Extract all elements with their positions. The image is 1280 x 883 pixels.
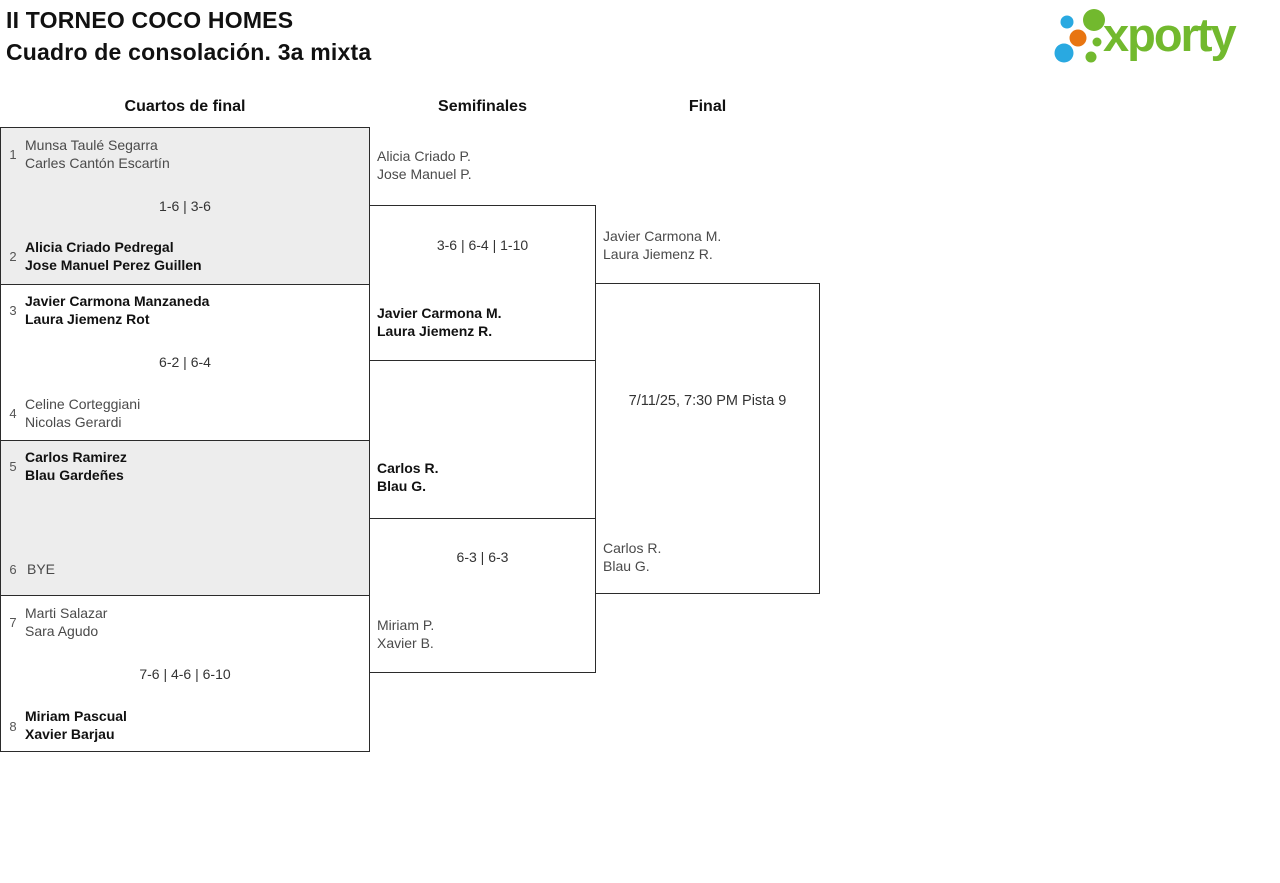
final-team-bottom: Carlos R. Blau G.: [603, 540, 662, 574]
logo-dots-icon: [1054, 9, 1105, 63]
column-header-final: Final: [688, 98, 727, 115]
sf-match-2-box: [369, 518, 596, 673]
tournament-title-block: II TORNEO COCO HOMES Cuadro de consolaci…: [6, 4, 371, 68]
qf4-seed-top: 7: [9, 615, 17, 630]
qf3-team-top: Carlos Ramirez Blau Gardeñes: [25, 449, 127, 483]
column-header-quarterfinals: Cuartos de final: [124, 98, 246, 115]
logo-wordmark: xporty: [1103, 8, 1237, 61]
sf1-score: 3-6 | 6-4 | 1-10: [436, 237, 529, 253]
final-match-box: [595, 283, 820, 594]
qf1-score: 1-6 | 3-6: [159, 198, 211, 214]
qf4-seed-bottom: 8: [9, 719, 17, 734]
qf1-seed-bottom: 2: [9, 249, 17, 264]
sf2-team-top: Carlos R. Blau G.: [377, 460, 439, 494]
qf3-seed-top: 5: [9, 459, 17, 474]
qf2-seed-top: 3: [9, 303, 17, 318]
qf1-seed-top: 1: [9, 147, 17, 162]
xporty-logo: xporty: [1045, 5, 1275, 80]
qf1-team-top: Munsa Taulé Segarra Carles Cantón Escart…: [25, 137, 170, 171]
qf4-score: 7-6 | 4-6 | 6-10: [139, 666, 231, 682]
qf4-team-top: Marti Salazar Sara Agudo: [25, 605, 108, 639]
sf2-team-bottom: Miriam P. Xavier B.: [377, 617, 435, 651]
qf2-seed-bottom: 4: [9, 406, 17, 421]
sf1-team-bottom: Javier Carmona M. Laura Jiemenz R.: [377, 305, 502, 339]
qf2-team-top: Javier Carmona Manzaneda Laura Jiemenz R…: [25, 293, 210, 327]
qf2-team-bottom: Celine Corteggiani Nicolas Gerardi: [25, 396, 141, 430]
column-header-semifinals: Semifinales: [438, 98, 527, 115]
qf-match-2-box: [0, 284, 370, 441]
qf-match-1-box: [0, 127, 370, 285]
qf3-team-bottom: BYE: [27, 561, 56, 577]
sf-match-1-box: [369, 205, 596, 361]
sf2-score: 6-3 | 6-3: [456, 549, 509, 565]
tournament-title: II TORNEO COCO HOMES: [6, 7, 294, 33]
sf1-team-top: Alicia Criado P. Jose Manuel P.: [377, 148, 472, 182]
qf-match-4-box: [0, 595, 370, 752]
final-team-top: Javier Carmona M. Laura Jiemenz R.: [603, 228, 722, 262]
qf3-seed-bottom: 6: [9, 562, 17, 577]
qf4-team-bottom: Miriam Pascual Xavier Barjau: [25, 708, 127, 742]
tournament-subtitle: Cuadro de consolación. 3a mixta: [6, 39, 372, 65]
qf1-team-bottom: Alicia Criado Pedregal Jose Manuel Perez…: [25, 239, 202, 273]
qf2-score: 6-2 | 6-4: [159, 354, 211, 370]
final-schedule: 7/11/25, 7:30 PM Pista 9: [628, 393, 787, 409]
